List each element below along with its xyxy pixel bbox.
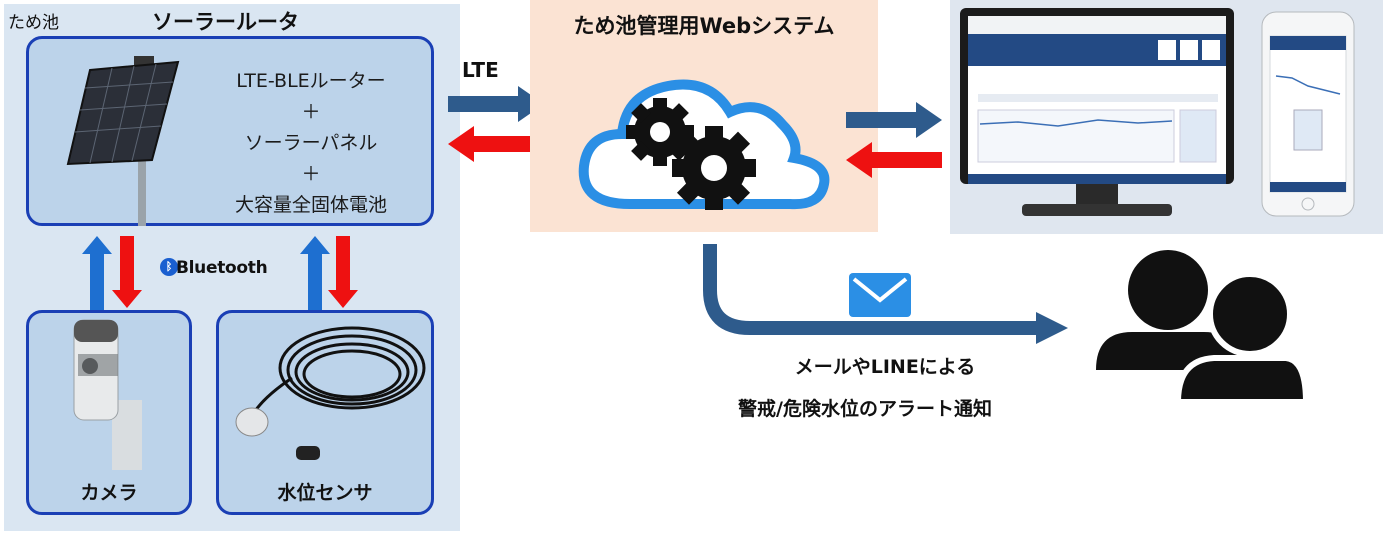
water-sensor-label: 水位センサ — [277, 482, 373, 504]
display-arrows — [846, 102, 942, 178]
up-arrow-camera — [82, 236, 112, 310]
down-arrow-sensor — [328, 236, 358, 308]
bluetooth-arrows — [82, 236, 358, 310]
water-sensor-image — [235, 326, 426, 460]
water-sensor-box — [216, 310, 434, 515]
camera-label: カメラ — [80, 482, 138, 504]
router-description: LTE-BLEルーター ＋ ソーラーパネル ＋ 大容量全固体電池 — [196, 66, 426, 221]
notification-arrow — [703, 244, 1068, 344]
bluetooth-icon: ᛒ — [160, 258, 178, 276]
web-system-title: ため池管理用Webシステム — [573, 14, 835, 38]
router-line-4: ＋ — [301, 163, 321, 185]
arrow-to-display — [846, 102, 942, 138]
arrow-from-display — [846, 142, 942, 178]
arrow-to-cloud — [448, 86, 544, 122]
arrow-from-cloud — [448, 126, 544, 162]
router-line-3: ソーラーパネル — [244, 132, 378, 154]
bluetooth-label: Bluetooth — [176, 258, 268, 278]
notification-text-2: 警戒/危険水位のアラート通知 — [738, 398, 992, 420]
gear-small-icon — [626, 98, 694, 166]
lte-label: LTE — [462, 58, 499, 82]
solar-router-title: ソーラールータ — [152, 10, 299, 34]
monitor-and-phone-image — [960, 8, 1355, 217]
pond-label: ため池 — [8, 13, 59, 33]
up-arrow-sensor — [300, 236, 330, 310]
router-line-1: LTE-BLEルーター — [236, 70, 386, 92]
cloud-gears-icon — [578, 79, 830, 210]
gear-large-icon — [672, 126, 756, 210]
users-icon — [1096, 250, 1308, 404]
camera-image — [73, 319, 142, 470]
mail-icon — [849, 273, 911, 317]
router-line-5: 大容量全固体電池 — [234, 194, 387, 216]
solar-panel-image — [66, 56, 180, 226]
lte-arrows — [448, 86, 544, 162]
router-line-2: ＋ — [301, 101, 321, 123]
down-arrow-camera — [112, 236, 142, 308]
notification-text-1: メールやLINEによる — [794, 356, 976, 378]
